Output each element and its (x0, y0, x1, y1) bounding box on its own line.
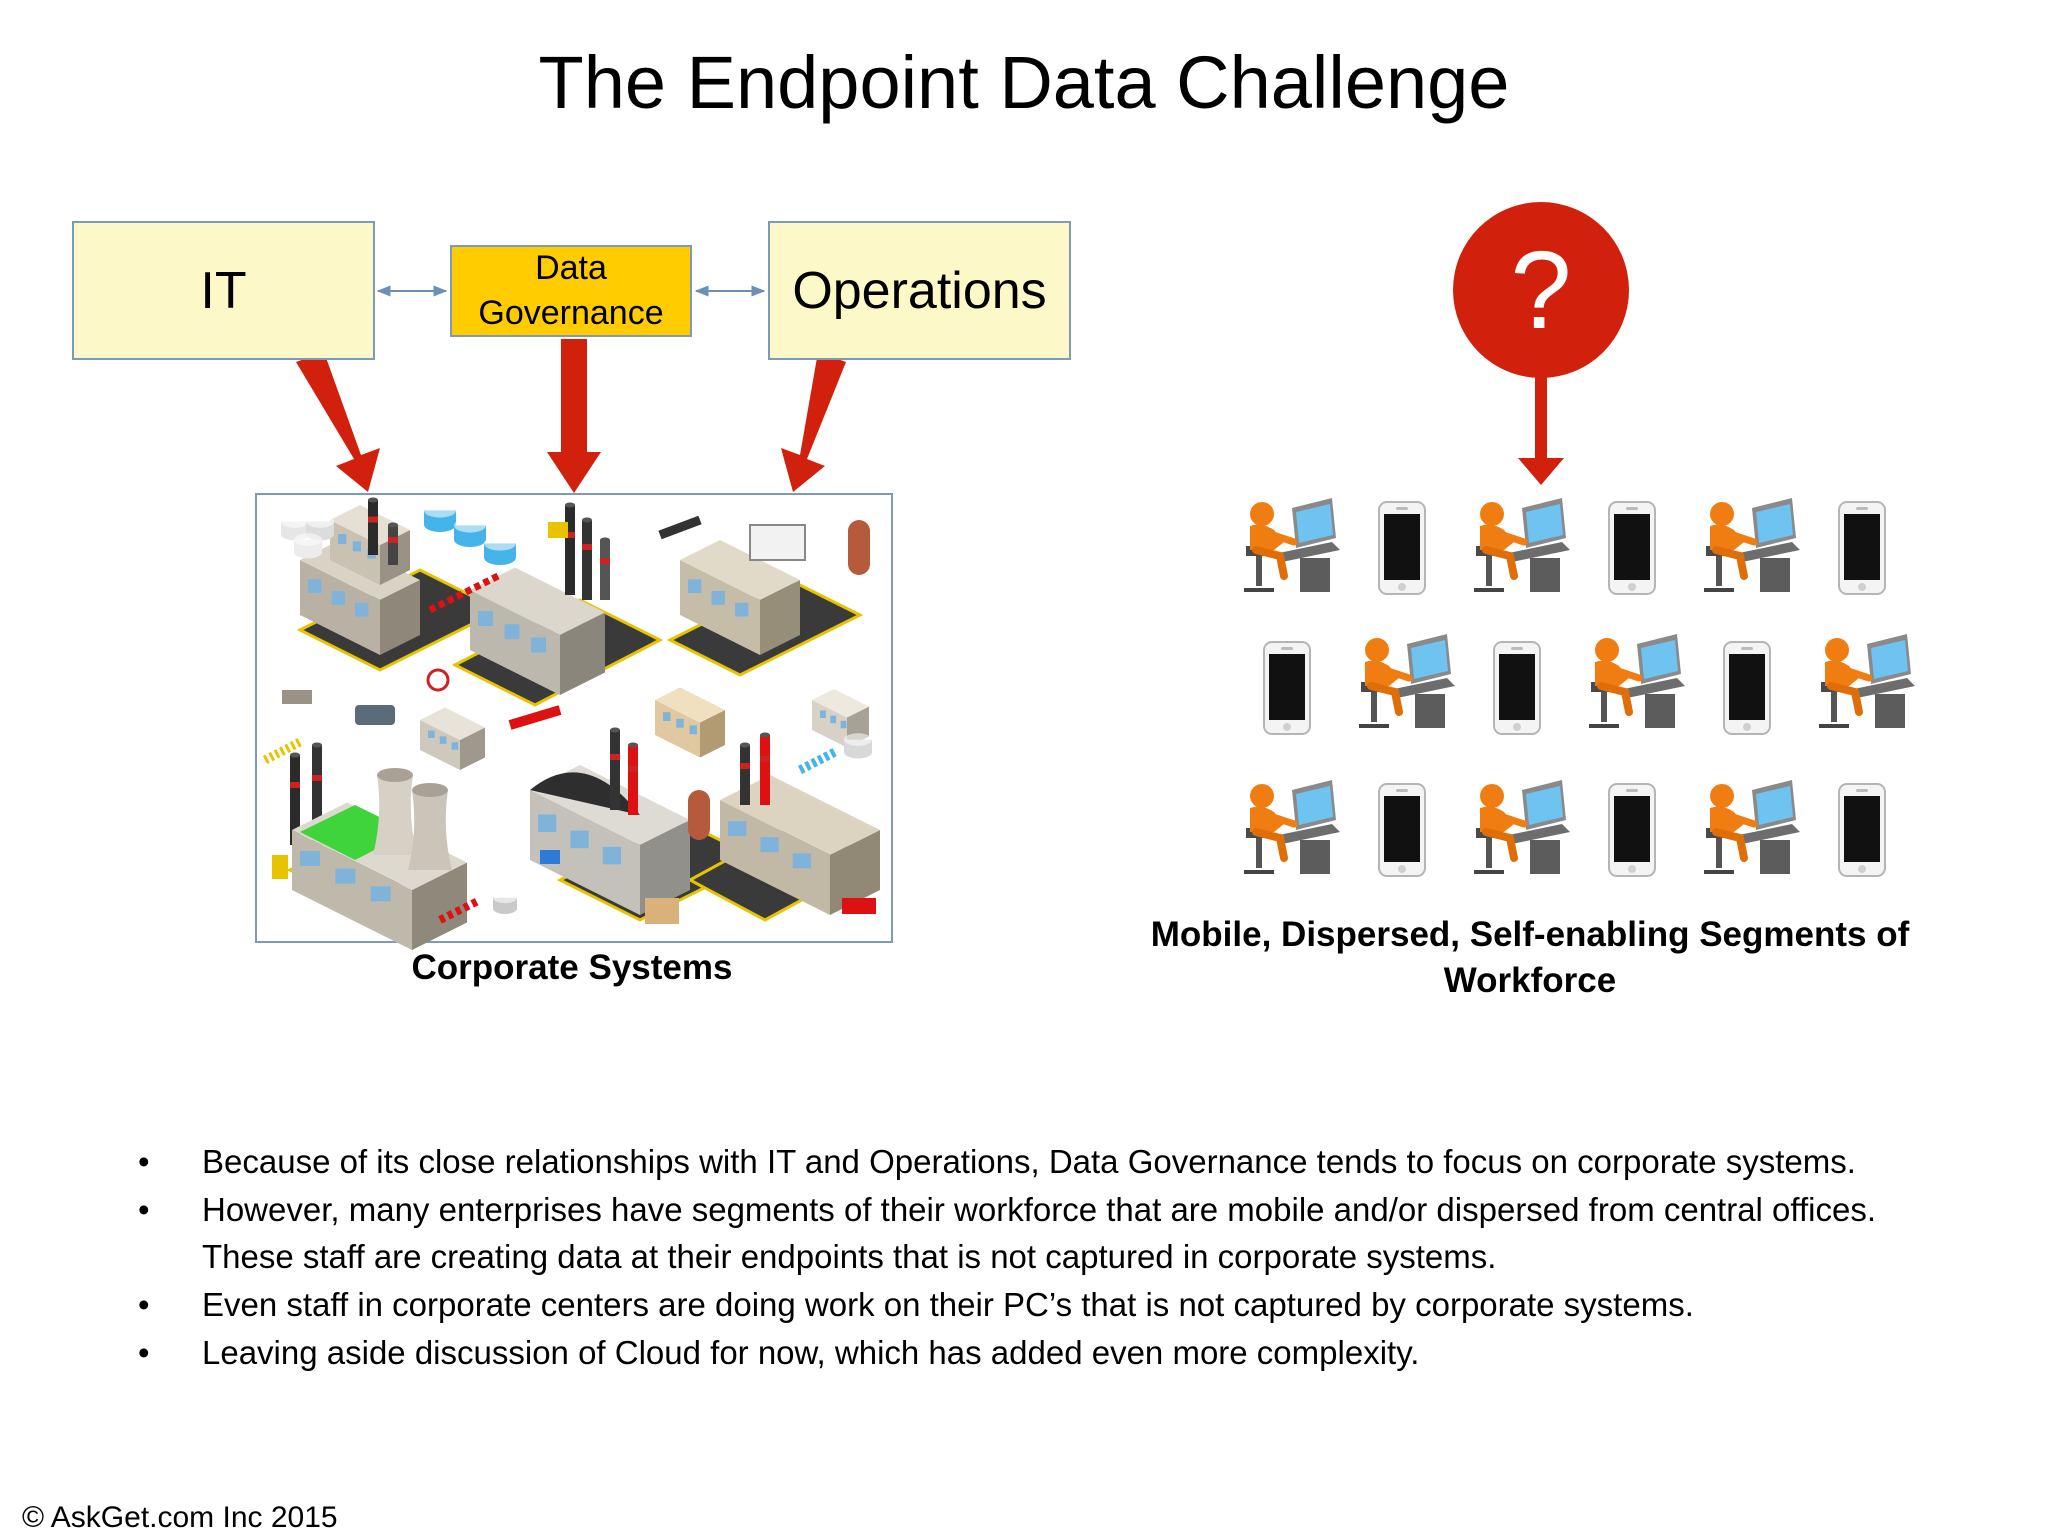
building-unit (420, 707, 485, 770)
smartphone-icon (1378, 783, 1426, 877)
smartphone-icon (1493, 641, 1541, 735)
tank (424, 503, 456, 532)
person-at-computer-icon (1704, 780, 1800, 874)
person-at-computer-icon (1474, 498, 1570, 592)
bullet-item: • Even staff in corporate centers are doi… (130, 1281, 1960, 1328)
bullet-item: • However, many enterprises have segments… (130, 1186, 1960, 1280)
workforce-grid (1244, 498, 1915, 877)
vent (282, 690, 312, 704)
tank (484, 536, 516, 565)
crate (548, 522, 568, 538)
bullet-list: • Because of its close relationships with… (130, 1138, 1960, 1377)
arrow-it-to-corporate (296, 352, 380, 492)
bullet-text: Even staff in corporate centers are doin… (202, 1286, 1694, 1323)
bus (355, 705, 395, 725)
tank (294, 533, 322, 559)
box-crate (645, 898, 679, 924)
chimney (312, 742, 322, 845)
person-at-computer-icon (1819, 634, 1915, 728)
arrow-governance-to-corporate (547, 339, 601, 493)
barrier-2 (438, 896, 482, 924)
bullet-dot: • (138, 1286, 150, 1323)
smartphone-icon (1723, 641, 1771, 735)
building-plant (470, 567, 605, 695)
chimney (740, 742, 750, 805)
building-small (655, 687, 725, 758)
bullet-text: Leaving aside discussion of Cloud for no… (202, 1334, 1420, 1371)
barrier (428, 571, 502, 614)
building-warehouse (680, 540, 800, 655)
tank (493, 892, 517, 914)
chimney (290, 752, 300, 845)
cooling-tower (408, 783, 452, 870)
smartphone-icon (1608, 501, 1656, 595)
arrow-operations-to-corporate (781, 352, 846, 492)
chimney (565, 502, 575, 595)
tank (844, 733, 872, 759)
smartphone-icon (1838, 501, 1886, 595)
bullet-dot: • (138, 1143, 150, 1180)
person-at-computer-icon (1589, 634, 1685, 728)
fence (262, 737, 303, 765)
chimney (610, 727, 620, 810)
bullet-item: • Leaving aside discussion of Cloud for n… (130, 1329, 1960, 1376)
factory-icon (262, 497, 880, 950)
copyright-notice: © AskGet.com Inc 2015 (22, 1501, 338, 1534)
workforce-caption: Mobile, Dispersed, Self-enabling Segment… (1150, 915, 1910, 1000)
chimney (600, 537, 610, 600)
barrel (272, 855, 288, 879)
silo-2 (688, 790, 710, 840)
chimney (760, 732, 770, 805)
silo (848, 520, 870, 575)
billboard (749, 524, 806, 561)
person-at-computer-icon (1704, 498, 1800, 592)
slide-title: The Endpoint Data Challenge (538, 41, 1510, 124)
question-mark-icon: ? (1453, 202, 1629, 378)
data-governance-box: Data Governance (450, 245, 692, 337)
corporate-systems-caption: Corporate Systems (411, 948, 733, 987)
smartphone-icon (1838, 783, 1886, 877)
bullet-dot: • (138, 1334, 150, 1371)
smartphone-icon (1378, 501, 1426, 595)
chimney (368, 497, 378, 555)
operations-box: Operations (768, 221, 1071, 360)
bullet-text: Because of its close relationships with … (202, 1143, 1856, 1180)
cooling-tower (373, 768, 417, 855)
pipe (658, 515, 702, 540)
tank (454, 518, 486, 547)
person-at-computer-icon (1244, 780, 1340, 874)
person-at-computer-icon (1359, 634, 1455, 728)
smartphone-icon (1608, 783, 1656, 877)
valve (426, 668, 450, 692)
smartphone-icon (1263, 641, 1311, 735)
bullet-text: However, many enterprises have segments … (202, 1191, 1877, 1275)
person-at-computer-icon (1474, 780, 1570, 874)
truck (540, 850, 560, 864)
person-at-computer-icon (1244, 498, 1340, 592)
bullet-dot: • (138, 1191, 150, 1228)
chimney (388, 522, 398, 565)
question-mark-glyph: ? (1510, 229, 1571, 352)
bullet-item: • Because of its close relationships with… (130, 1138, 1960, 1185)
pipe-red (508, 705, 562, 730)
arrow-question-to-workforce (1518, 370, 1564, 485)
chimney (582, 517, 592, 600)
it-box: IT (72, 221, 375, 360)
chimney (628, 742, 638, 815)
fire-truck (842, 898, 876, 914)
